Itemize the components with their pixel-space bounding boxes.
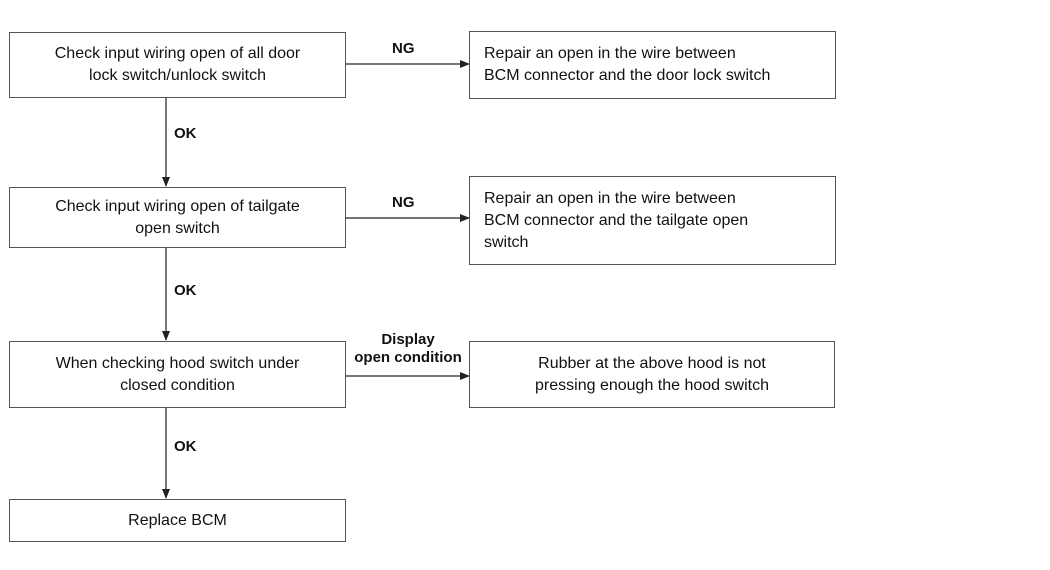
step-text-4: Replace BCM <box>128 511 227 529</box>
step-box-3: When checking hood switch under closed c… <box>9 341 346 408</box>
step-box-2: Check input wiring open of tailgate open… <box>9 187 346 248</box>
flow-label-ok-2: OK <box>174 282 197 299</box>
branch-label-ng-1: NG <box>392 40 415 57</box>
flow-label-ok-3: OK <box>174 438 197 455</box>
outcome-box-1: Repair an open in the wire between BCM c… <box>469 31 836 99</box>
outcome-box-3: Rubber at the above hood is not pressing… <box>469 341 835 408</box>
step-text-3: When checking hood switch under closed c… <box>55 354 300 394</box>
step-text-1: Check input wiring open of all door lock… <box>54 45 301 84</box>
outcome-text-1: Repair an open in the wire between BCM c… <box>484 45 771 84</box>
outcome-text-2: Repair an open in the wire between BCM c… <box>484 189 749 251</box>
step-box-1: Check input wiring open of all door lock… <box>9 32 346 98</box>
step-text-2: Check input wiring open of tailgate open… <box>55 197 300 237</box>
outcome-text-3: Rubber at the above hood is not pressing… <box>535 354 769 394</box>
step-box-4: Replace BCM <box>9 499 346 542</box>
flow-label-ok-1: OK <box>174 125 197 142</box>
branch-label-ng-2: NG <box>392 194 415 211</box>
outcome-box-2: Repair an open in the wire between BCM c… <box>469 176 836 265</box>
branch-label-display: Display open condition <box>354 331 462 366</box>
